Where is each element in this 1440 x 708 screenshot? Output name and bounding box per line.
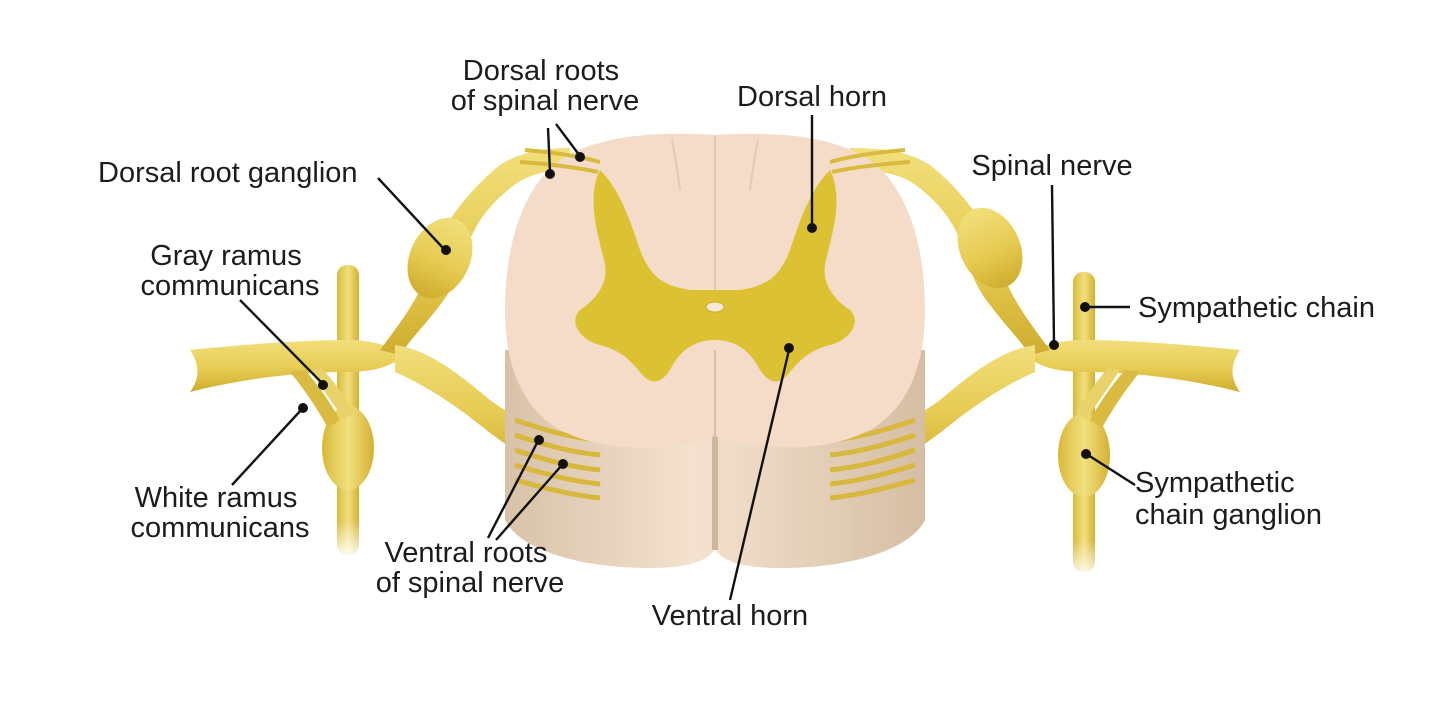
- label-ventral-roots: Ventral roots of spinal nerve: [376, 537, 565, 599]
- spinal-cord-cross-section: [505, 133, 925, 448]
- left-sympathetic-chain: [322, 265, 374, 560]
- label-sympathetic-chain: Sympathetic chain: [1138, 292, 1375, 324]
- label-ventral-horn: Ventral horn: [652, 600, 808, 632]
- label-spinal-nerve: Spinal nerve: [971, 150, 1132, 182]
- labels: Dorsal roots of spinal nerve Dorsal horn…: [98, 55, 1375, 632]
- label-dorsal-roots: Dorsal roots of spinal nerve: [451, 55, 640, 117]
- label-sympathetic-chain-ganglion: Sympathetic chain ganglion: [1135, 467, 1322, 531]
- gray-matter: [575, 170, 855, 382]
- label-gray-ramus: Gray ramus communicans: [141, 240, 320, 302]
- label-white-ramus: White ramus communicans: [131, 482, 310, 544]
- label-dorsal-horn: Dorsal horn: [737, 81, 887, 113]
- label-dorsal-root-ganglion: Dorsal root ganglion: [98, 157, 358, 189]
- leader-lines: [231, 115, 1136, 601]
